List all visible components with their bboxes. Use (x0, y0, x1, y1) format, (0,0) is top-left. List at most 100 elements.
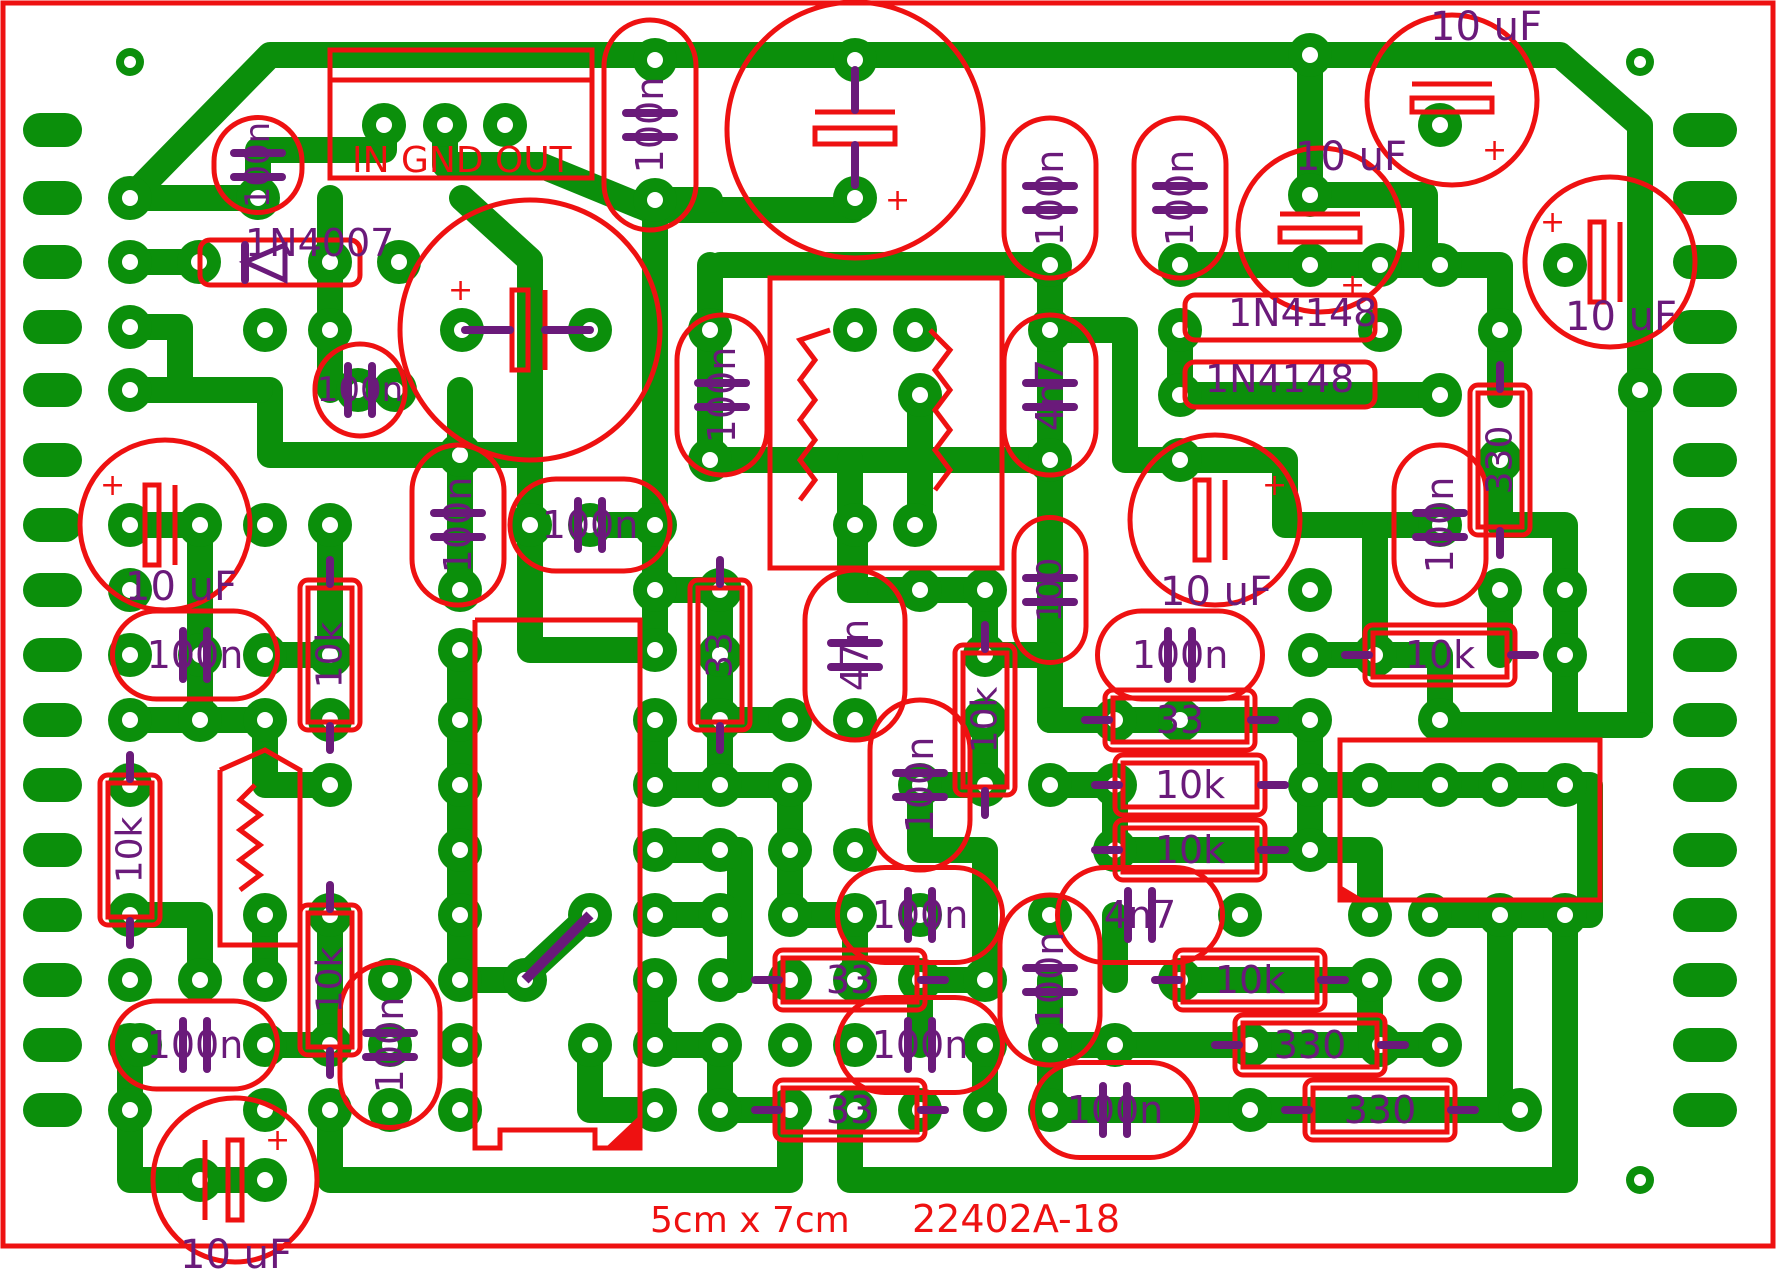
mounting-hole (1634, 1174, 1646, 1186)
drill-hole (452, 842, 468, 858)
capacitor: 100n (312, 341, 408, 439)
component-label: 100n (1028, 150, 1072, 247)
capacitor: 100n (409, 442, 507, 608)
drill-hole (1172, 712, 1188, 728)
component-label: 100n (542, 503, 639, 547)
component-label: 330 (1480, 426, 1521, 495)
svg-text:10 uF: 10 uF (180, 1232, 292, 1273)
svg-text:10 uF: 10 uF (1160, 569, 1272, 615)
drill-hole (1432, 117, 1448, 133)
capacitor: 100n (601, 17, 699, 233)
drill-hole (847, 322, 863, 338)
drill-hole (1042, 257, 1058, 273)
svg-text:10 uF: 10 uF (1295, 134, 1407, 180)
drill-hole (1302, 647, 1318, 663)
electrolytic-10uf-right: 10 uF + (1522, 174, 1698, 350)
capacitor: 100n (1001, 115, 1099, 281)
drill-hole (382, 972, 398, 988)
component-label: 100n (147, 1023, 244, 1067)
drill-hole (712, 972, 728, 988)
drill-hole (122, 1102, 138, 1118)
drill-hole (192, 712, 208, 728)
electrolytic-10uf-topright: 10 uF + (1364, 4, 1542, 188)
drill-hole (257, 712, 273, 728)
drill-hole (582, 517, 598, 533)
drill-hole (322, 517, 338, 533)
drill-hole (1242, 1037, 1258, 1053)
component-label: 100n (147, 633, 244, 677)
drill-hole (1302, 842, 1318, 858)
drill-hole (122, 647, 138, 663)
component-label: 100n (1418, 477, 1462, 574)
component-label: 10k (1155, 828, 1225, 872)
drill-hole (1302, 777, 1318, 793)
resistor: 33 (687, 556, 753, 754)
drill-hole (1632, 382, 1648, 398)
component-label: 33 (826, 958, 874, 1002)
drill-hole (702, 452, 718, 468)
drill-hole (977, 712, 993, 728)
component-label: 100n (1132, 633, 1229, 677)
drill-hole (1372, 257, 1388, 273)
drill-hole (1302, 47, 1318, 63)
drill-hole (647, 972, 663, 988)
drill-hole (257, 517, 273, 533)
drill-hole (1242, 1102, 1258, 1118)
drill-hole (847, 712, 863, 728)
component-label: 47n (833, 619, 877, 691)
electrolytic-10uf-bottom: 10 uF + (150, 1095, 320, 1273)
drill-hole (712, 777, 728, 793)
drill-hole (847, 52, 863, 68)
drill-hole (452, 712, 468, 728)
component-label: 10k (965, 687, 1006, 754)
drill-hole (257, 647, 273, 663)
drill-hole (847, 972, 863, 988)
drill-hole (1172, 257, 1188, 273)
resistor: 10k (1341, 622, 1539, 688)
component-label: 100n (898, 737, 942, 834)
regulator-outline (327, 47, 595, 181)
drill-hole (712, 1037, 728, 1053)
edge-connector-right (1673, 113, 1737, 1127)
inductor-block (767, 275, 1005, 571)
drill-hole (1042, 322, 1058, 338)
drill-hole (912, 582, 928, 598)
drill-hole (122, 254, 138, 270)
drill-hole (1042, 452, 1058, 468)
drill-hole (122, 972, 138, 988)
drill-hole (257, 322, 273, 338)
component-label: 100n (628, 77, 672, 174)
electrolytic-10uf-mid-top: 10 uF + (1235, 134, 1407, 315)
drill-hole (1557, 582, 1573, 598)
drill-hole (1302, 187, 1318, 203)
component-label: 100n (872, 893, 969, 937)
resistor: 10k (297, 881, 363, 1079)
drill-hole (350, 382, 366, 398)
board-outline (0, 0, 1776, 1249)
drill-hole (912, 907, 928, 923)
drill-hole (782, 907, 798, 923)
drill-hole (1362, 972, 1378, 988)
drill-hole (1362, 777, 1378, 793)
resistor: 33 (1081, 687, 1279, 753)
resistor: 330 (1281, 1077, 1479, 1143)
drill-hole (1432, 712, 1448, 728)
component-label: 100 (1030, 558, 1070, 623)
component-label: 100n (1028, 932, 1072, 1029)
component-label: 100n (238, 122, 278, 208)
capacitor: 100n (110, 998, 280, 1092)
drill-hole (1432, 972, 1448, 988)
drill-hole (122, 190, 138, 206)
drill-hole (322, 647, 338, 663)
drill-hole (1492, 777, 1508, 793)
drill-hole (1512, 1102, 1528, 1118)
drill-hole (452, 777, 468, 793)
capacitor: 100n (997, 892, 1103, 1068)
drill-hole (376, 117, 392, 133)
drill-hole (1557, 907, 1573, 923)
electrolytic-10uf-center: 10 uF + (1127, 432, 1303, 615)
resistor: 33 (751, 947, 949, 1013)
resistor: 10k (1091, 752, 1289, 818)
drill-hole (647, 1102, 663, 1118)
drill-hole (1557, 257, 1573, 273)
